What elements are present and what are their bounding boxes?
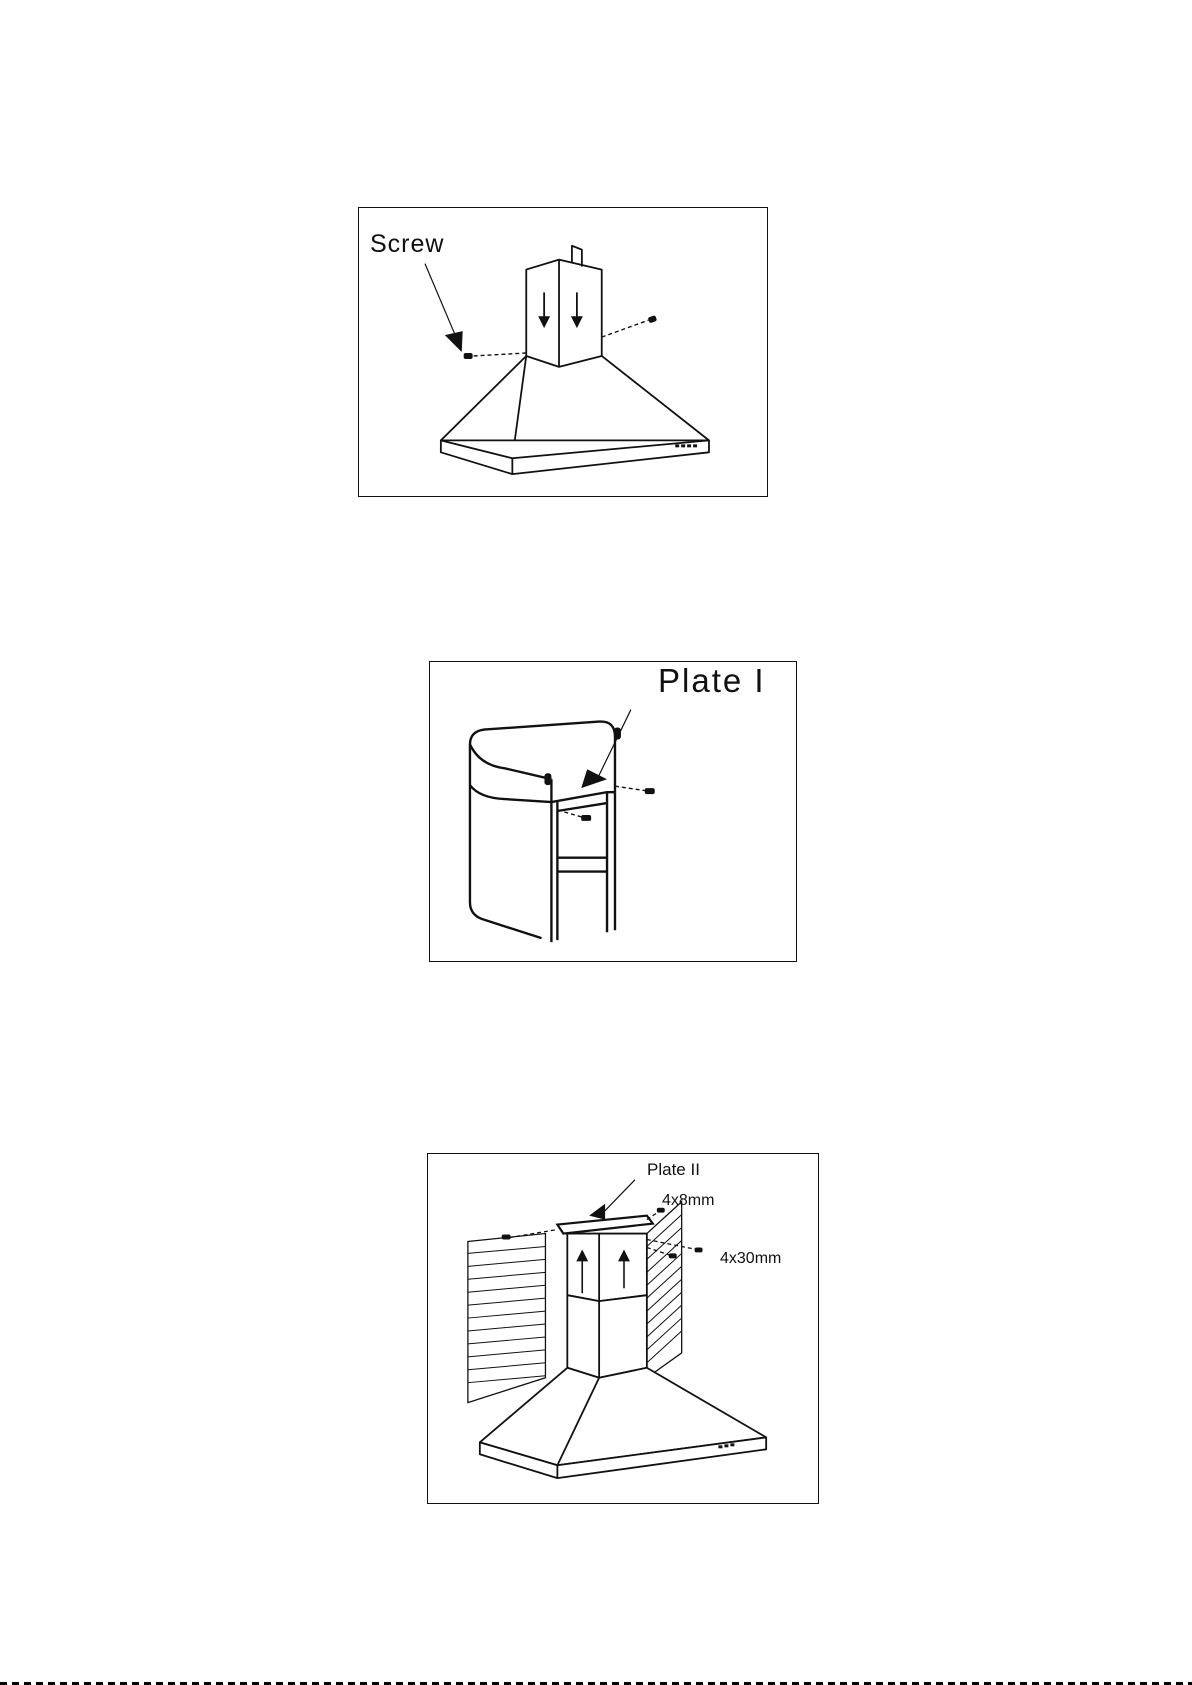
plate-two-drawing bbox=[428, 1154, 818, 1503]
plate-one-label: Plate I bbox=[658, 662, 766, 700]
screw-label: Screw bbox=[370, 230, 444, 259]
screw-size-4x30-label: 4x30mm bbox=[720, 1250, 781, 1268]
plate-two-label: Plate II bbox=[647, 1160, 700, 1180]
screw-size-4x8-label: 4x8mm bbox=[662, 1192, 714, 1210]
figure-hood-screw: Screw bbox=[358, 207, 768, 497]
figure-plate-two: Plate II 4x8mm 4x30mm bbox=[427, 1153, 819, 1504]
plate-one-drawing bbox=[430, 662, 796, 961]
figure-plate-one: Plate I bbox=[429, 661, 797, 962]
